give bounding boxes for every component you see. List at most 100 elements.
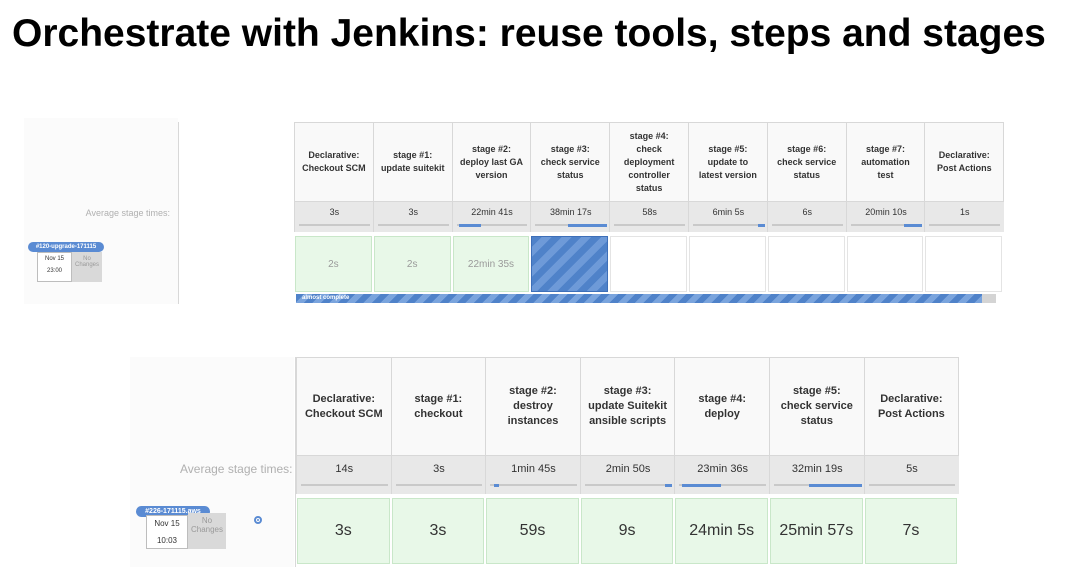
build-progress-label: almost complete — [302, 295, 350, 301]
stage-header-label: Declarative: Checkout SCM — [302, 150, 366, 173]
stage-average-fill — [459, 224, 481, 227]
stage-average-track — [395, 484, 483, 486]
stage-header-label: stage #3: check service status — [540, 143, 600, 180]
stage-average-value: 58s — [642, 207, 657, 217]
stage-result[interactable]: 7s — [864, 498, 958, 564]
stage-duration: 3s — [334, 522, 352, 539]
stage-result-empty — [846, 236, 924, 292]
stage-header-label: stage #1: checkout — [414, 392, 463, 420]
stage-average-value: 3s — [433, 463, 445, 475]
stage-result[interactable]: 2s — [295, 236, 372, 292]
stage-header: Declarative: Checkout SCM — [294, 122, 374, 202]
stage-header-label: stage #4: check deployment controller st… — [623, 130, 675, 193]
stage-average-time: 2min 50s — [579, 456, 676, 494]
view1-build-row[interactable]: #120-upgrade-171115 Nov 15 23:00 No Chan… — [24, 238, 178, 290]
build-progress-fill — [296, 294, 982, 303]
stage-result[interactable]: 22min 35s — [452, 236, 530, 292]
stage-average-track — [693, 224, 764, 226]
gear-icon[interactable] — [254, 516, 262, 524]
stage-average-track — [301, 484, 388, 486]
view2-left-divider — [295, 357, 296, 567]
stage-duration: 2s — [328, 258, 339, 270]
stage-average-time: 38min 17s — [530, 202, 611, 232]
stage-average-value: 20min 10s — [865, 207, 907, 217]
stage-average-value: 6s — [802, 207, 812, 217]
build-tag[interactable]: #120-upgrade-171115 — [28, 242, 104, 252]
stage-average-fill — [567, 224, 608, 227]
stage-average-time: 58s — [609, 202, 689, 232]
stage-result[interactable]: 3s — [297, 498, 390, 564]
stage-average-value: 1s — [960, 207, 970, 217]
stage-average-track — [377, 224, 449, 226]
stage-average-fill — [494, 484, 499, 487]
stage-header-label: Declarative: Post Actions — [877, 392, 945, 420]
stage-average-time: 22min 41s — [451, 202, 532, 232]
build-changes: No Changes — [188, 513, 226, 549]
stage-average-value: 22min 41s — [471, 207, 513, 217]
stage-header: stage #4: check deployment controller st… — [609, 122, 689, 202]
stage-average-track — [929, 224, 1001, 226]
stage-average-track — [456, 224, 528, 226]
build-date: Nov 15 — [154, 519, 180, 528]
stage-average-value: 3s — [329, 207, 340, 217]
stage-result-empty — [610, 236, 687, 292]
build-time: 10:03 — [156, 536, 178, 545]
stage-result[interactable]: 3s — [391, 498, 485, 564]
view1-average-stage-times-label: Average stage times: — [85, 208, 170, 218]
stage-result[interactable]: 9s — [580, 498, 674, 564]
stage-header: stage #1: checkout — [390, 357, 487, 456]
stage-header: stage #3: check service status — [530, 122, 611, 202]
stage-result[interactable]: 59s — [486, 498, 579, 564]
stage-header: Declarative: Post Actions — [924, 122, 1005, 202]
stage-average-track — [771, 224, 843, 226]
stage-header-label: stage #1: update suitekit — [380, 150, 445, 173]
stage-average-track — [584, 484, 672, 486]
build-tag[interactable]: #226-171115.aws — [136, 506, 210, 517]
build-changes-text: No Changes — [74, 256, 100, 268]
stage-average-time: 1s — [924, 202, 1005, 232]
stage-average-value: 1min 45s — [511, 463, 556, 475]
stage-result-empty — [925, 236, 1003, 292]
stage-header-label: stage #7: automation test — [861, 143, 910, 180]
build-changes: No Changes — [72, 252, 102, 282]
stage-duration: 3s — [429, 522, 447, 539]
stage-average-fill — [681, 484, 722, 487]
stage-average-value: 3s — [408, 207, 418, 217]
stage-average-time: 32min 19s — [769, 456, 865, 494]
stage-average-value: 6min 5s — [712, 207, 745, 217]
stage-header: Declarative: Post Actions — [863, 357, 960, 456]
stage-average-track — [850, 224, 922, 226]
stage-header-label: stage #3: update Suitekit ansible script… — [588, 385, 668, 427]
view2-average-stage-times-label: Average stage times: — [180, 462, 293, 476]
stage-result[interactable]: 24min 5s — [675, 498, 768, 564]
stage-average-time: 3s — [372, 202, 453, 232]
stage-duration: 2s — [406, 258, 418, 270]
stage-header: stage #2: destroy instances — [485, 357, 581, 456]
stage-result[interactable]: 25min 57s — [770, 498, 863, 564]
stage-average-value: 14s — [335, 463, 354, 475]
stage-average-value: 2min 50s — [605, 463, 651, 475]
stage-result[interactable]: 2s — [373, 236, 451, 292]
build-date-box: Nov 15 10:03 — [146, 515, 188, 549]
stage-duration: 24min 5s — [689, 522, 755, 539]
stage-average-time: 20min 10s — [845, 202, 926, 232]
view1-left-divider — [178, 122, 179, 304]
stage-result-running[interactable] — [531, 236, 609, 292]
stage-header: Declarative: Checkout SCM — [296, 357, 392, 456]
stage-average-time: 23min 36s — [674, 456, 770, 494]
stage-header-label: stage #5: check service status — [780, 385, 853, 427]
stage-duration: 22min 35s — [467, 258, 515, 270]
stage-average-fill — [665, 484, 673, 487]
stage-header: stage #1: update suitekit — [372, 122, 453, 202]
stage-average-fill — [809, 484, 862, 487]
stage-duration: 59s — [519, 522, 546, 539]
stage-average-value: 38min 17s — [550, 207, 592, 217]
stage-header-label: stage #4: deploy — [698, 392, 747, 420]
view2-build-row[interactable]: #226-171115.aws Nov 15 10:03 No Changes — [130, 500, 294, 562]
stage-header-label: Declarative: Checkout SCM — [304, 392, 383, 420]
stage-average-track — [614, 224, 685, 226]
stage-header: stage #5: check service status — [769, 357, 865, 456]
stage-header-label: stage #2: destroy instances — [507, 385, 559, 427]
stage-average-fill — [757, 224, 765, 227]
